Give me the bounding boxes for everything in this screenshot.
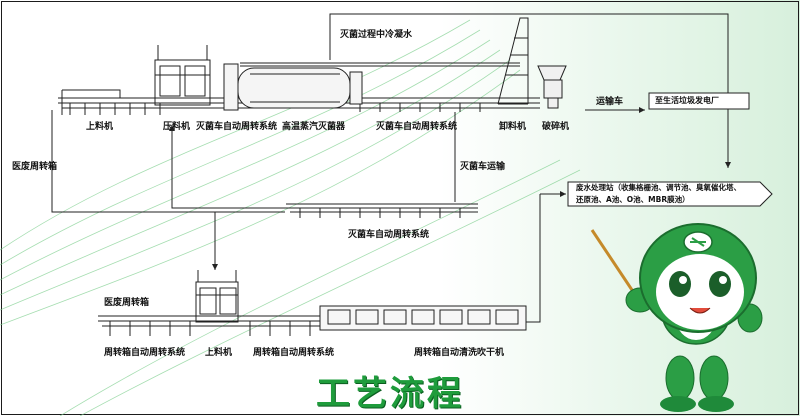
medical-box-bottom-label: 医废周转箱 — [104, 298, 150, 308]
unloader-label: 卸料机 — [499, 122, 527, 132]
power-plant-box — [648, 92, 750, 110]
wash-dryer — [319, 305, 527, 331]
top-conveyor-legs — [69, 103, 481, 115]
sterilizer-cart-transport-label: 灭菌车运输 — [460, 162, 506, 172]
return-arrow-up — [169, 125, 286, 209]
bottom-conveyor — [98, 315, 320, 336]
sterilizer-cart-circ-mid-label: 灭菌车自动周转系统 — [376, 122, 458, 132]
cooling-water-label: 灭菌过程中冷凝水 — [340, 30, 413, 40]
cooling-water-line — [329, 13, 731, 168]
page-title: 工艺流程 — [316, 374, 464, 414]
box-wash-dry-label: 周转箱自动清洗吹干机 — [414, 348, 505, 358]
wastewater-box — [567, 181, 773, 207]
wash-to-wastewater-line — [526, 194, 541, 323]
autoclave-1 — [223, 63, 363, 111]
wastewater-line2-text: 还原池、A池、O池、MBR膜池） — [576, 195, 690, 204]
power-plant-text: 至生活垃圾发电厂 — [655, 96, 719, 105]
return-conveyor — [286, 203, 478, 218]
crusher-label: 破碎机 — [542, 122, 570, 132]
unloader-tower — [497, 17, 529, 105]
steam-sterilizer-label: 高温蒸汽灭菌器 — [282, 122, 346, 132]
sterilizer-cart-circ-top-label: 灭菌车自动周转系统 — [196, 122, 278, 132]
top-loader-press — [154, 45, 211, 106]
loader-top-label: 上料机 — [86, 122, 114, 132]
box-circ-system-2-label: 周转箱自动周转系统 — [253, 348, 335, 358]
press-label: 压料机 — [163, 122, 191, 132]
left-loop-line — [51, 110, 285, 213]
mascot-character — [590, 223, 763, 412]
loader-bottom-label: 上料机 — [205, 348, 233, 358]
sterilizer-cart-circ-return-label: 灭菌车自动周转系统 — [348, 230, 430, 240]
box-circ-system-label: 周转箱自动周转系统 — [104, 348, 186, 358]
transport-truck-label: 运输车 — [596, 97, 624, 107]
wastewater-line1-text: 废水处理站（收集格栅池、调节池、臭氧催化塔、 — [576, 183, 741, 192]
crusher — [537, 65, 567, 109]
upper-rail — [240, 62, 520, 67]
medical-box-left-label: 医废周转箱 — [12, 162, 58, 172]
bottom-loader — [195, 270, 239, 323]
